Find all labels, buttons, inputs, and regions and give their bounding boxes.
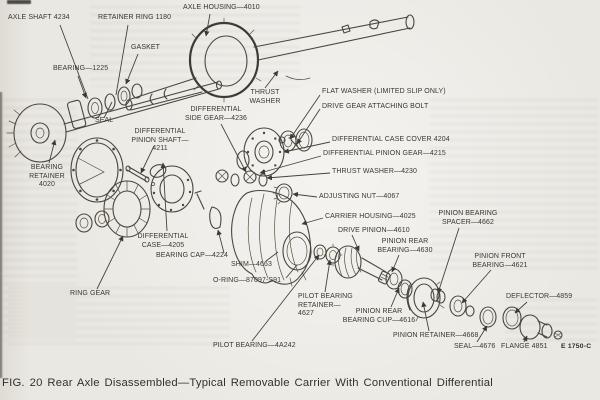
part-label-axle-shaft: AXLE SHAFT 4234	[8, 14, 70, 21]
part-label-diff-pinion-shaft: DIFFERENTIAL PINION SHAFT—4211	[131, 128, 189, 152]
part-label-diff-case-cover: DIFFERENTIAL CASE COVER 4204	[332, 136, 450, 143]
part-label-deflector: DEFLECTOR—4859	[506, 293, 573, 300]
axle-shaft-drawing	[6, 80, 223, 163]
part-label-ring-gear: RING GEAR	[70, 290, 111, 297]
part-label-drive-gear-bolt: DRIVE GEAR ATTACHING BOLT	[322, 103, 429, 110]
part-label-pinion-rear-bearing: PINION REAR BEARING—4630	[377, 238, 433, 254]
part-label-flat-washer: FLAT WASHER (LIMITED SLIP ONLY)	[322, 88, 446, 95]
drive-pinion-drawing	[334, 245, 391, 285]
carrier-housing-drawing	[231, 189, 312, 287]
differential-case-drawing	[149, 164, 194, 213]
page-artifact	[7, 0, 31, 4]
part-label-bearing-retainer-4020: BEARING RETAINER 4020	[29, 164, 65, 188]
page-edge-artifact	[0, 92, 3, 274]
part-label-bearing-1225: BEARING—1225	[53, 65, 109, 72]
part-label-axle-housing: AXLE HOUSING—4010	[183, 4, 260, 11]
axle-housing-drawing	[125, 14, 415, 111]
part-label-seal: SEAL	[95, 117, 114, 124]
adjusting-nut-drawing	[272, 183, 293, 205]
part-label-diff-pinion-gear: DIFFERENTIAL PINION GEAR—4215	[323, 150, 446, 157]
part-label-pinion-front-bearing: PINION FRONT BEARING—4621	[472, 253, 528, 269]
part-label-diff-case: DIFFERENTIAL CASE—4205	[137, 233, 189, 249]
gasket-drawing	[70, 137, 124, 203]
part-label-retainer-ring: RETAINER RING 1180	[98, 14, 172, 21]
part-label-adjusting-nut: ADJUSTING NUT—4067	[319, 193, 400, 200]
part-label-seal-4676: SEAL—4676	[454, 343, 496, 350]
ring-gear-drawing	[103, 180, 151, 238]
part-label-pinion-retainer: PINION RETAINER—4668	[393, 332, 479, 339]
side-bearings-drawing	[75, 210, 110, 233]
part-label-thrust-washer: THRUST WASHER	[249, 89, 281, 105]
page-edge-artifact	[0, 274, 3, 378]
figure-caption: FIG. 20 Rear Axle Disassembled—Typical R…	[2, 377, 493, 389]
pilot-bearing-drawing	[313, 243, 343, 267]
leader-lines	[48, 13, 528, 343]
pinion-retainer-drawing	[406, 277, 445, 322]
part-label-diff-side-gear: DIFFERENTIAL SIDE GEAR—4236	[184, 106, 248, 122]
part-label-flange: FLANGE 4851	[501, 343, 548, 350]
part-label-gasket: GASKET	[131, 44, 160, 51]
part-label-pilot-bearing: PILOT BEARING—4A242	[213, 342, 296, 349]
figure-code: E 1750-C	[561, 343, 592, 350]
part-label-pinion-bearing-spacer: PINION BEARING SPACER—4662	[438, 210, 498, 226]
pinion-shaft-drawing	[125, 165, 155, 186]
part-label-pilot-bearing-retainer: PILOT BEARING RETAINER—4627	[298, 293, 353, 317]
gears-cluster-drawing	[194, 136, 298, 229]
part-label-pinion-rear-bearing-cup: PINION REAR BEARING CUP—4616	[342, 308, 416, 324]
part-label-o-ring: O-RING—87097-S91	[213, 277, 282, 284]
part-label-drive-pinion: DRIVE PINION—4610	[338, 227, 410, 234]
part-label-thrust-washer-4230: THRUST WASHER—4230	[332, 168, 418, 175]
part-label-shim: SHIM—4663	[231, 261, 272, 268]
part-label-carrier-housing: CARRIER HOUSING—4025	[325, 213, 416, 220]
part-label-bearing-cap: BEARING CAP—4224	[156, 252, 229, 259]
seal-deflector-flange-drawing	[479, 306, 563, 340]
